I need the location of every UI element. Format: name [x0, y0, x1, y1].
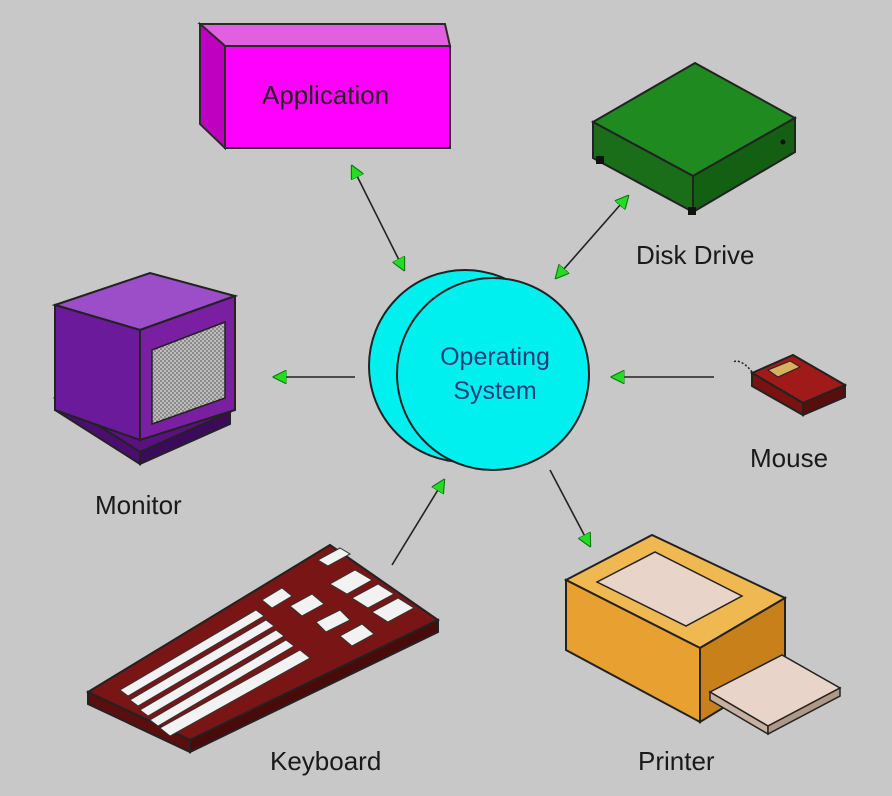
mouse-label: Mouse [750, 443, 829, 473]
application-box [197, 21, 452, 151]
disk-drive-icon [590, 61, 798, 215]
os-label-line1: Operating [440, 343, 550, 371]
monitor-icon [51, 271, 239, 466]
arrow-application-os [352, 166, 404, 270]
arrow-keyboard-os [391, 480, 444, 566]
mouse-icon [733, 353, 848, 417]
monitor-label: Monitor [95, 490, 182, 520]
disk-drive-label: Disk Drive [636, 240, 755, 270]
connection-arrows [274, 166, 714, 566]
operating-system-label: Operating System [400, 340, 590, 408]
keyboard-icon [85, 543, 440, 754]
keyboard-label: Keyboard [270, 746, 382, 776]
arrow-disk-os [556, 196, 628, 278]
printer-icon [563, 533, 842, 736]
arrow-os-printer [549, 469, 590, 546]
operating-system-node [368, 269, 590, 471]
application-label: Application [262, 80, 390, 110]
printer-label: Printer [638, 746, 715, 776]
os-label-line2: System [453, 377, 537, 405]
